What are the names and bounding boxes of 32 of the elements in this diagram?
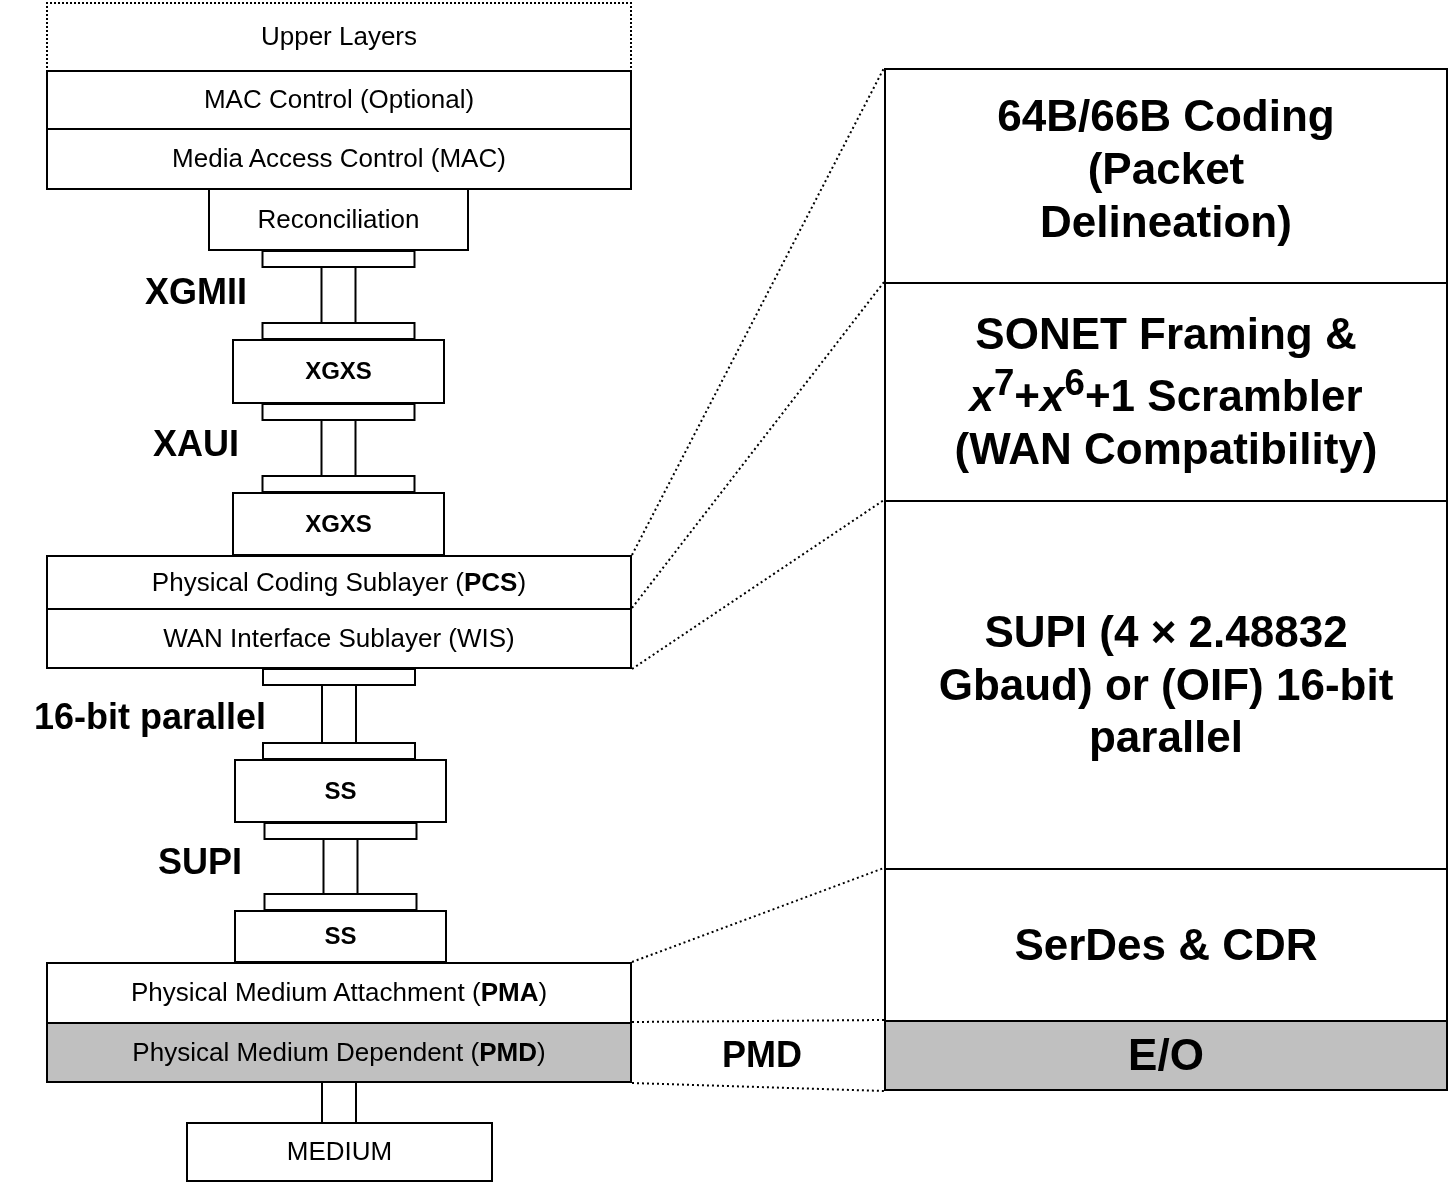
layer-box: Physical Coding Sublayer (PCS)	[46, 555, 632, 610]
layer-box: XGXS	[232, 492, 445, 556]
leader-line	[631, 499, 885, 670]
layer-box: SS	[234, 759, 447, 823]
interface-label: XGMII	[145, 271, 247, 313]
interface-label: XAUI	[153, 423, 239, 465]
interface-label: 16-bit parallel	[33, 696, 267, 738]
leader-line	[631, 867, 885, 963]
leader-line	[631, 1082, 885, 1092]
layer-box: MEDIUM	[186, 1122, 493, 1182]
leader-line	[631, 67, 885, 556]
interface-label: SUPI	[158, 841, 242, 883]
interface-connector	[262, 668, 416, 760]
interface-connector	[263, 822, 418, 911]
interface-connector	[261, 403, 416, 493]
layer-box: WAN Interface Sublayer (WIS)	[46, 608, 632, 669]
function-box: SerDes & CDR	[884, 868, 1448, 1022]
layer-box: Physical Medium Attachment (PMA)	[46, 962, 632, 1024]
function-box: SUPI (4 × 2.48832 Gbaud) or (OIF) 16-bit parallel	[884, 500, 1448, 870]
layer-box: MAC Control (Optional)	[46, 70, 632, 130]
interface-connector	[321, 1082, 357, 1123]
function-box: 64B/66B Coding (Packet Delineation)	[884, 68, 1448, 284]
layer-box: SS	[234, 910, 447, 963]
leader-line	[631, 1019, 885, 1023]
function-box: E/O	[884, 1020, 1448, 1091]
layer-label: PMD	[722, 1034, 802, 1076]
function-box: SONET Framing & x$^{7}$+x$^{6}$+1 Scrambler (WAN Compatibility)	[884, 282, 1448, 502]
layer-box: Physical Medium Dependent (PMD)	[46, 1022, 632, 1083]
layer-box: Media Access Control (MAC)	[46, 128, 632, 190]
layer-box: Reconciliation	[208, 188, 469, 251]
layer-box: XGXS	[232, 339, 445, 404]
interface-connector	[261, 250, 416, 340]
